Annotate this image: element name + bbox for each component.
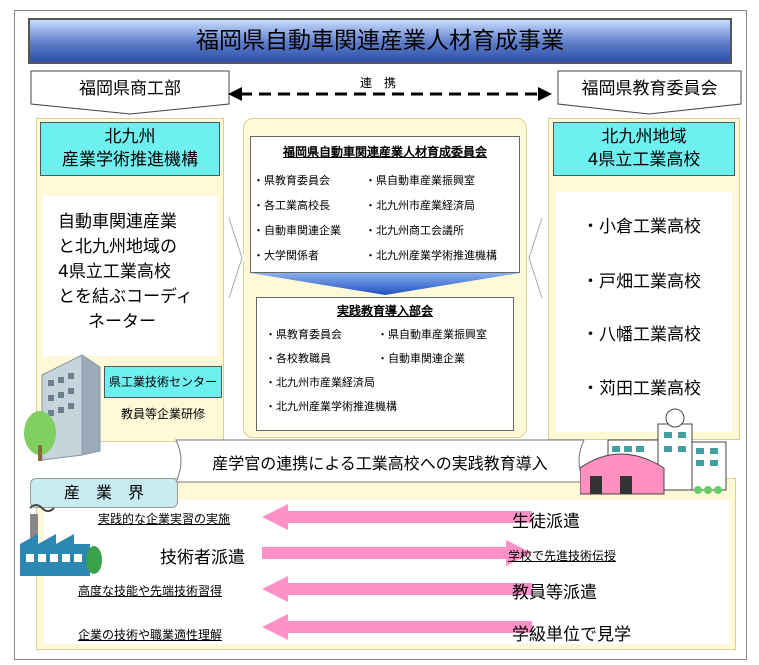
flows-area xyxy=(44,500,730,644)
right-org-line1: 北九州地域 xyxy=(601,127,687,147)
left-desc-line: と北九州地域の xyxy=(58,237,177,257)
committee-member: ・県自動車産業振興室 xyxy=(365,174,475,187)
flow-arrow-left xyxy=(262,576,532,602)
left-header-shape xyxy=(30,70,230,115)
left-chevron-icon xyxy=(226,217,244,299)
subcommittee-member: ・北九州市産業経済局 xyxy=(265,376,375,389)
flow-arrows xyxy=(262,504,532,640)
committee-member: ・大学関係者 xyxy=(253,249,319,262)
office-building-icon xyxy=(24,354,101,461)
subcommittee-member: ・県教育委員会 xyxy=(265,328,342,341)
school-item: ・苅田工業高校 xyxy=(582,379,701,399)
banner-text: 産学官の連携による工業高校への実践教育導入 xyxy=(212,454,548,473)
subcommittee-box: 実践教育導入部会 ・県教育委員会 ・県自動車産業振興室 ・各校教職員 ・自動車関連企… xyxy=(256,297,514,431)
down-triangle-icon xyxy=(250,273,520,295)
committee-title: 福岡県自動車関連産業人材育成委員会 xyxy=(282,145,487,159)
left-desc-line: 4県立工業高校 xyxy=(58,262,171,282)
subcommittee-member: ・自動車関連企業 xyxy=(377,352,465,365)
subcommittee-title: 実践教育導入部会 xyxy=(336,304,433,318)
teacher-training: 教員等企業研修 xyxy=(120,407,205,421)
left-description: 自動車関連産業 と北九州地域の 4県立工業高校 とを結ぶコーディ ネーター xyxy=(42,196,218,356)
flow-right-label: 学級単位で見学 xyxy=(512,625,631,645)
subcommittee-member: ・北九州産業学術推進機構 xyxy=(265,400,397,413)
committee-member: ・北九州市産業経済局 xyxy=(365,199,475,212)
left-header: 福岡県商工部 xyxy=(79,79,181,99)
flow-arrow-left xyxy=(262,504,532,530)
industry-label: 産 業 界 xyxy=(30,478,178,508)
committee-member: ・県教育委員会 xyxy=(253,174,330,187)
flow-arrow-left xyxy=(262,614,532,640)
flow-left-label: 技術者派遣 xyxy=(160,548,245,568)
subcommittee-member: ・各校教職員 xyxy=(265,352,331,365)
flow-right-label: 学校で先進技術伝授 xyxy=(508,549,617,563)
left-org-box: 北九州 産業学術推進機構 xyxy=(40,122,220,176)
right-org-box: 北九州地域 4県立工業高校 xyxy=(553,122,735,176)
school-building-icon xyxy=(580,408,727,495)
left-org-line2: 産業学術推進機構 xyxy=(62,150,198,170)
flow-arrow-right xyxy=(262,540,532,566)
right-header-shape xyxy=(557,70,742,115)
school-item: ・小倉工業高校 xyxy=(582,217,701,237)
flow-left-label: 企業の技術や職業適性理解 xyxy=(78,628,223,642)
committee-member: ・北九州商工会議所 xyxy=(365,224,464,237)
left-desc-line: ネーター xyxy=(88,312,156,332)
flow-left-label: 実践的な企業実習の実施 xyxy=(98,512,231,526)
committee-member: ・自動車関連企業 xyxy=(253,224,341,237)
left-org-line1: 北九州 xyxy=(104,127,156,147)
schools-list: ・小倉工業高校 ・戸畑工業高校 ・八幡工業高校 ・苅田工業高校 xyxy=(556,192,732,432)
outer-frame xyxy=(14,10,747,660)
flow-right-label: 教員等派遣 xyxy=(512,583,597,603)
flow-right-label: 生徒派遣 xyxy=(512,512,580,532)
tech-center-box: 県工業技術センター xyxy=(104,366,222,398)
flow-left-label: 高度な技能や先端技術習得 xyxy=(78,584,223,598)
right-header: 福岡県教育委員会 xyxy=(581,79,718,99)
right-org-line2: 4県立工業高校 xyxy=(587,150,701,170)
left-desc-line: とを結ぶコーディ xyxy=(58,287,193,307)
diagram-title: 福岡県自動車関連産業人材育成事業 xyxy=(28,18,732,64)
committee-member: ・各工業高校長 xyxy=(253,199,330,212)
school-item: ・八幡工業高校 xyxy=(582,325,701,345)
committee-box: 福岡県自動車関連産業人材育成委員会 ・県教育委員会 ・各工業高校長 ・自動車関連… xyxy=(250,136,520,273)
link-label: 連 携 xyxy=(360,76,397,90)
committee-member: ・北九州産業学術推進機構 xyxy=(365,249,497,262)
left-desc-line: 自動車関連産業 xyxy=(58,212,177,232)
school-item: ・戸畑工業高校 xyxy=(582,272,701,292)
link-arrow xyxy=(228,87,552,101)
subcommittee-member: ・県自動車産業振興室 xyxy=(377,328,487,341)
right-chevron-icon xyxy=(527,217,545,299)
factory-icon xyxy=(20,504,102,576)
